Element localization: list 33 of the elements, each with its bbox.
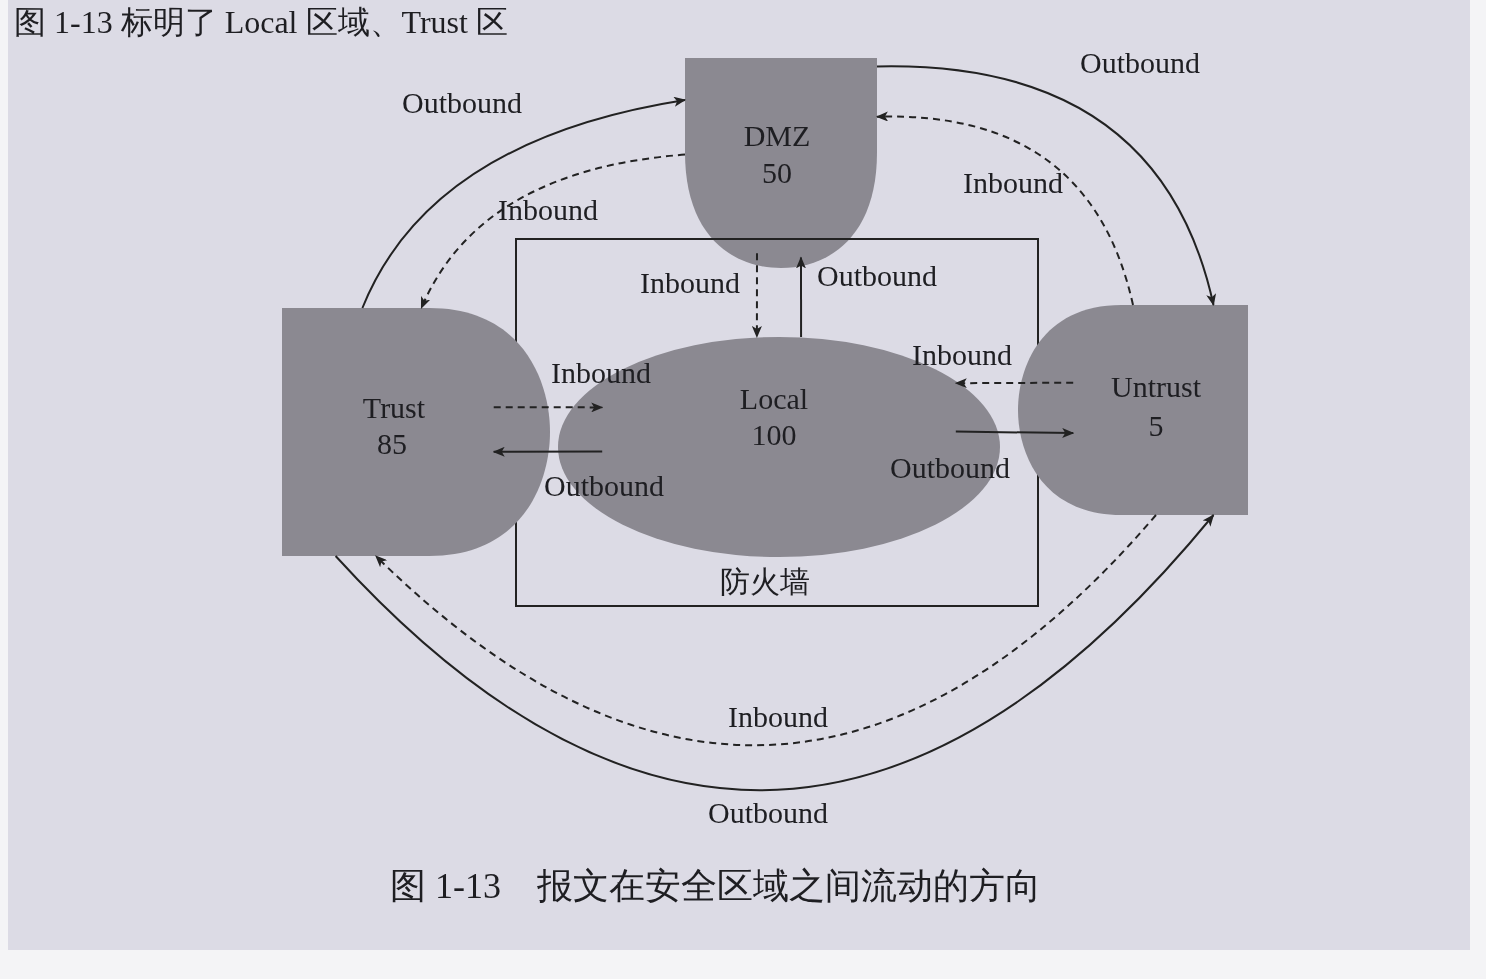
priority-number: 50	[762, 158, 792, 188]
edge-label: Outbound	[708, 798, 828, 828]
zone-name: Trust	[362, 393, 426, 423]
zone-name: DMZ	[743, 121, 811, 151]
edge-label: Inbound	[551, 358, 651, 388]
edge-label: Inbound	[963, 168, 1063, 198]
arrow	[876, 65, 1216, 306]
priority-number: 100	[751, 420, 797, 450]
priority-number: 85	[377, 429, 407, 459]
arrow	[361, 97, 686, 309]
edge-label: Inbound	[912, 340, 1012, 370]
priority-number: 5	[1148, 411, 1164, 441]
zone-name: Local	[739, 384, 809, 414]
page-text: 图 1-13 标明了 Local 区域、Trust 区	[14, 6, 508, 38]
zone-name: Untrust	[1111, 372, 1201, 402]
firewall-label: 防火墙	[720, 567, 810, 597]
arrow	[954, 378, 1075, 389]
arrow	[492, 446, 604, 457]
arrow	[420, 153, 686, 309]
edge-label: Inbound	[728, 702, 828, 732]
arrow	[876, 111, 1134, 306]
edge-label: Outbound	[1080, 48, 1200, 78]
edge-label: Outbound	[402, 88, 522, 118]
arrow	[796, 256, 806, 338]
edge-label: Inbound	[498, 195, 598, 225]
edge-label: Outbound	[817, 261, 937, 291]
arrow	[492, 402, 604, 413]
arrow	[334, 514, 1215, 791]
arrow	[751, 252, 762, 338]
edge-label: Inbound	[640, 268, 740, 298]
figure-caption: 图 1-13 报文在安全区域之间流动的方向	[390, 868, 1041, 904]
arrow	[374, 514, 1157, 746]
arrow	[954, 427, 1075, 438]
